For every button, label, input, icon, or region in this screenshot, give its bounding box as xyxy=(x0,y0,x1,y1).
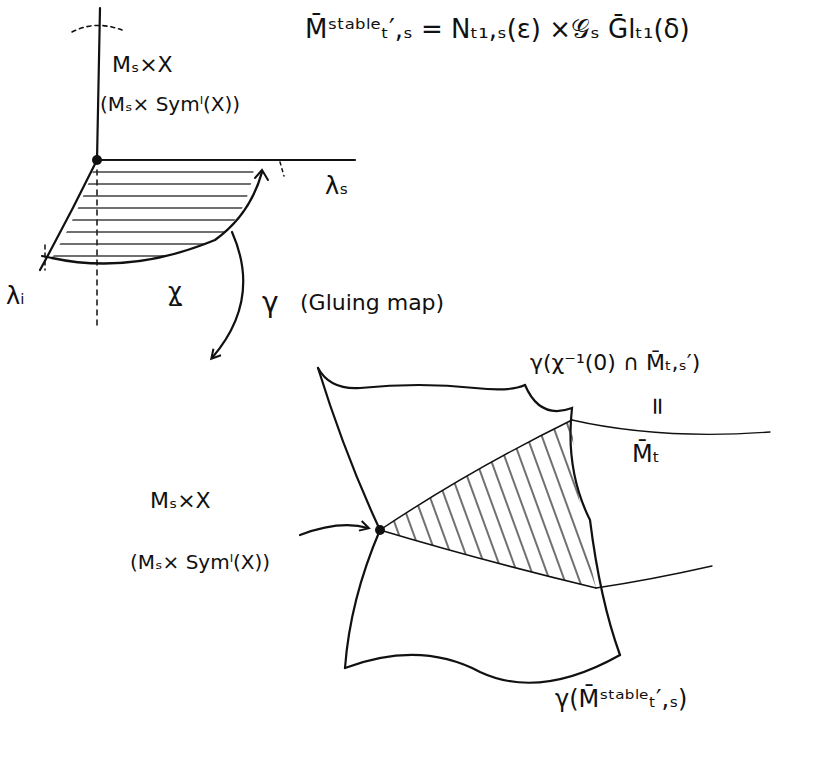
space-label: (Mₛ× Symˡ(X)) xyxy=(100,92,240,116)
map-name: (Gluing map) xyxy=(300,290,444,316)
formula: M̄ˢᵗᵃᵇˡᵉₜ′,ₛ = Nₜ₁,ₛ(ε) ×𝒢ₛ Ḡlₜ₁(δ) xyxy=(305,14,690,45)
space-label: (Mₛ× Symˡ(X)) xyxy=(130,550,270,574)
image-label: γ(χ⁻¹(0) ∩ M̄ₜ,ₛ′) xyxy=(530,350,700,376)
space-label: Mₛ×X xyxy=(112,52,173,78)
map-label: χ̲ xyxy=(168,278,182,307)
map-label: γ xyxy=(262,286,279,320)
image-label: γ(M̄ˢᵗᵃᵇˡᵉₜ′,ₛ) xyxy=(555,685,687,714)
space-label: Mₛ×X xyxy=(150,488,211,514)
space-label: M̄ₜ xyxy=(632,440,660,469)
base-point xyxy=(375,525,385,535)
axis-label: λᵢ xyxy=(6,282,25,311)
axis-label: λₛ xyxy=(325,172,348,201)
equals-sign: = xyxy=(644,396,673,416)
base-point xyxy=(92,155,102,165)
lower-figure xyxy=(300,368,770,683)
